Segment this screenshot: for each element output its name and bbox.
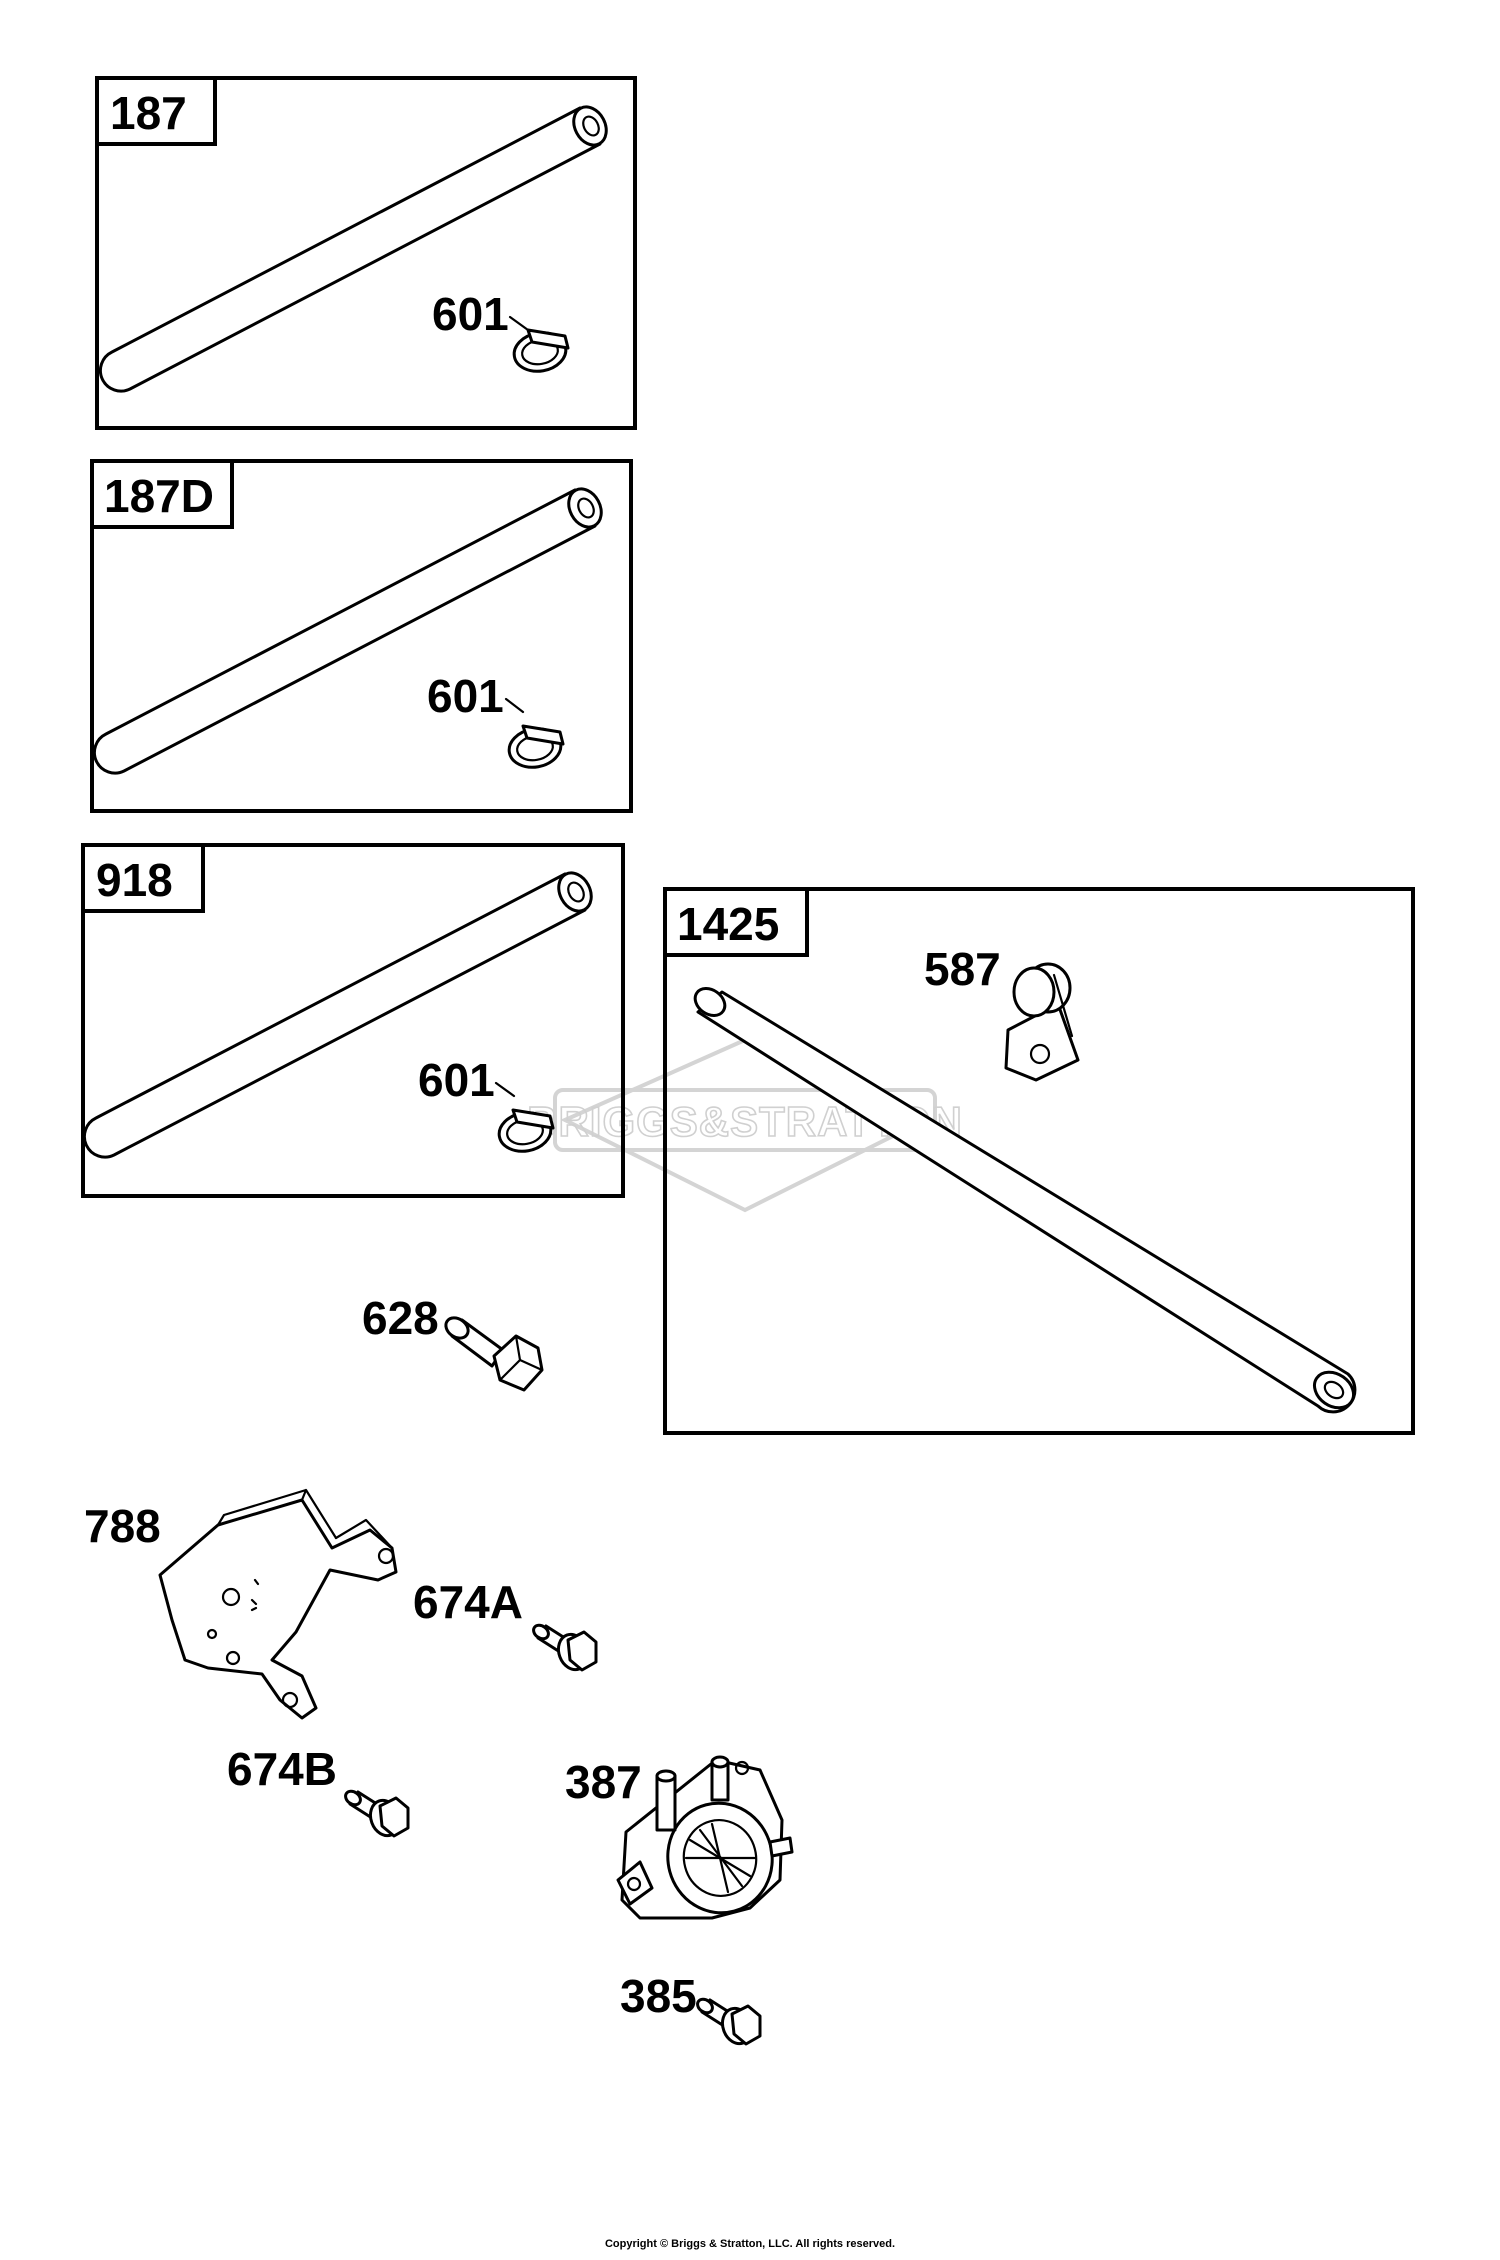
copyright-notice: Copyright © Briggs & Stratton, LLC. All … xyxy=(604,2238,896,2250)
hose-clamp-icon xyxy=(508,315,570,373)
callout-601-c: 601 xyxy=(418,1054,495,1106)
callout-674b: 674B xyxy=(227,1743,337,1795)
fuel-pump-icon xyxy=(616,1755,794,1920)
callout-674a: 674A xyxy=(413,1576,523,1628)
flange-bolt-icon xyxy=(532,1623,598,1672)
line-clamp-icon xyxy=(1004,962,1080,1082)
box-label-187: 187 xyxy=(110,87,187,139)
callout-628: 628 xyxy=(362,1292,439,1344)
fuel-line-1425 xyxy=(693,987,1357,1414)
box-label-918: 918 xyxy=(96,854,173,906)
hose-clamp-icon xyxy=(494,1081,555,1153)
flange-bolt-icon xyxy=(344,1789,410,1838)
callout-788: 788 xyxy=(84,1500,161,1552)
fuel-hose-918 xyxy=(82,871,593,1159)
flange-screw-icon xyxy=(696,1997,762,2046)
kit-box-187d: 187D 601 xyxy=(90,459,633,813)
hex-bolt-icon xyxy=(444,1316,544,1392)
callout-587: 587 xyxy=(924,943,1001,995)
mounting-bracket-icon xyxy=(158,1488,398,1720)
kit-box-187: 187 601 xyxy=(95,76,637,430)
callout-387: 387 xyxy=(565,1756,642,1808)
box-label-187d: 187D xyxy=(104,470,214,522)
fuel-hose-187d xyxy=(92,487,603,775)
fuel-hose-187 xyxy=(98,105,608,393)
hose-clamp-icon xyxy=(504,697,565,769)
callout-385: 385 xyxy=(620,1970,697,2022)
box-label-1425: 1425 xyxy=(677,898,779,950)
kit-box-1425: 1425 587 xyxy=(663,887,1415,1435)
callout-601-a: 601 xyxy=(432,288,509,340)
kit-box-918: 918 601 xyxy=(81,843,625,1198)
callout-601-b: 601 xyxy=(427,670,504,722)
